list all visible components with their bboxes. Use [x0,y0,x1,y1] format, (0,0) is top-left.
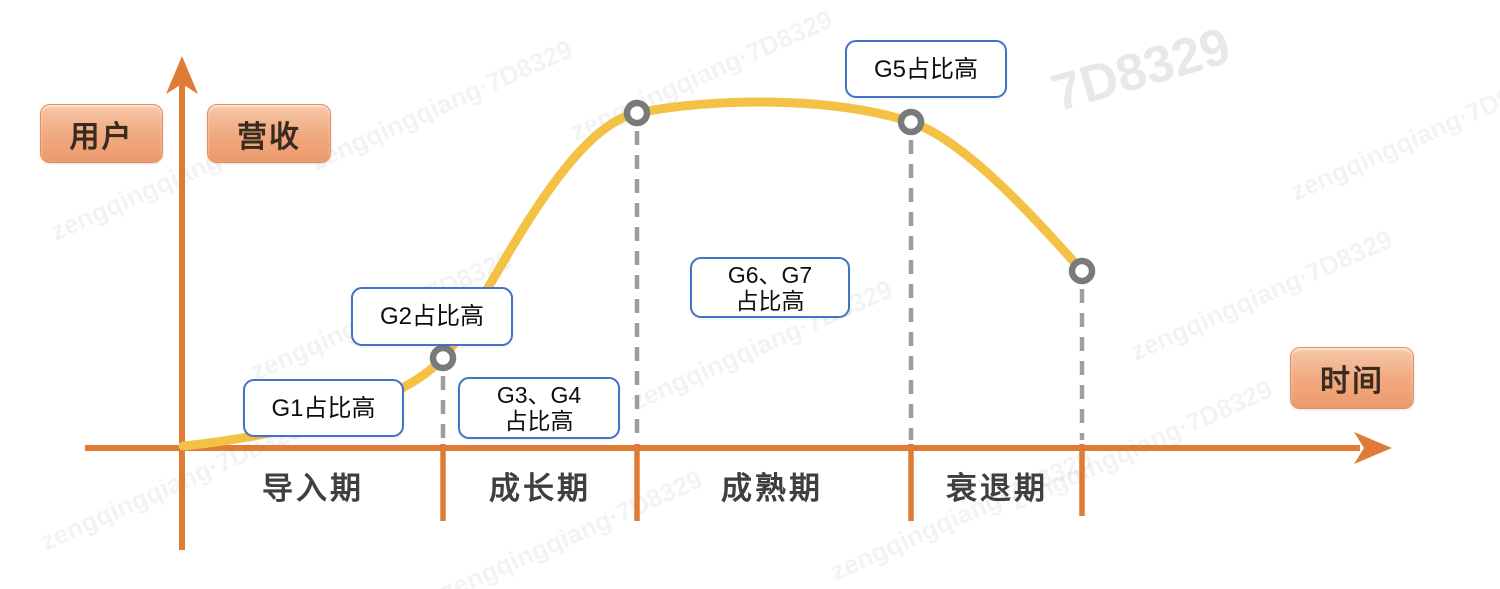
y-axis-arrowhead [166,56,198,94]
callout-g6-g7-line1: G6、G7 [727,261,813,288]
callout-g3-g4: G3、G4 占比高 [458,377,620,439]
callout-g6-g7-line2: 占比高 [735,287,805,314]
phase-label-introduction: 导入期 [262,471,364,506]
callout-g2-text: G2占比高 [379,303,484,330]
callout-g3-g4-line2: 占比高 [504,408,574,434]
curve-marker-4 [1068,257,1096,285]
x-axis-label-time: 时间 [1290,347,1414,409]
curve-marker-1 [429,344,457,372]
callout-g5-text: G5占比高 [873,55,978,83]
callout-g1-text: G1占比高 [271,394,376,422]
curve-marker-2 [623,99,651,127]
phase-label-growth: 成长期 [489,471,591,506]
phase-label-maturity: 成熟期 [721,471,823,506]
x-axis-arrowhead [1354,432,1392,464]
callout-g3-g4-line1: G3、G4 [496,382,582,408]
callout-g5: G5占比高 [845,40,1007,98]
y-axis-label-users: 用户 [40,104,163,163]
curve-marker-3 [897,108,925,136]
callout-g6-g7: G6、G7 占比高 [690,257,850,318]
callout-g1: G1占比高 [243,379,404,437]
callout-g2: G2占比高 [351,287,513,346]
y-axis-label-revenue: 营收 [207,104,331,163]
phase-label-decline: 衰退期 [946,471,1048,506]
